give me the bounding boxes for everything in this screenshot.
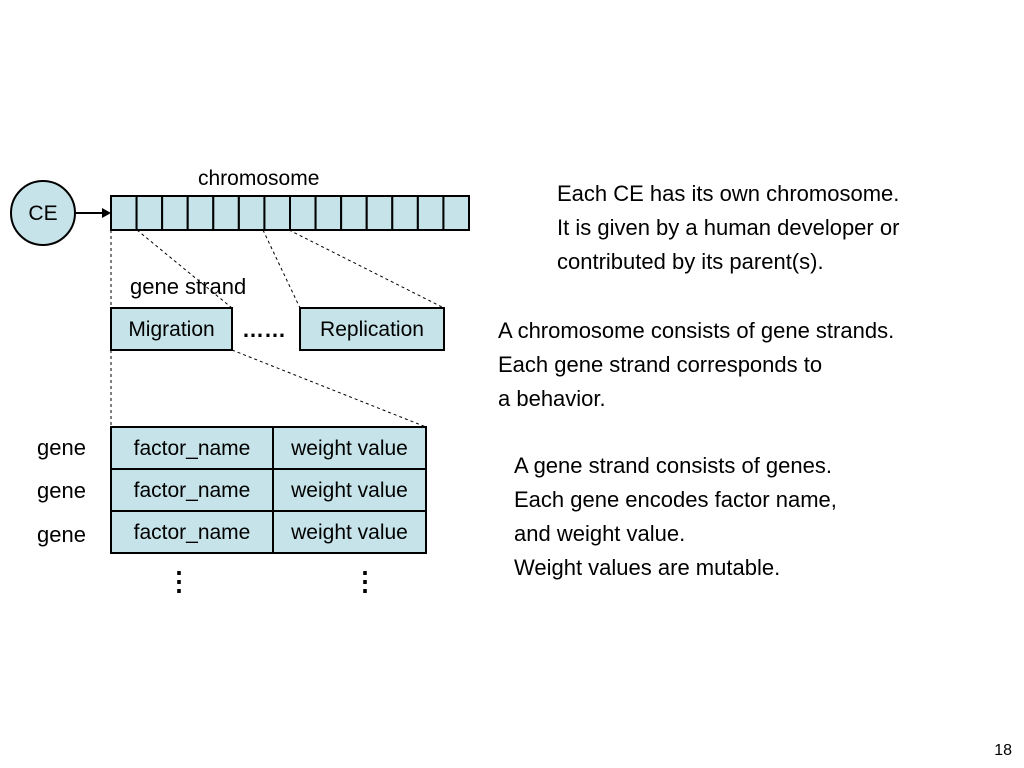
gene-row-1-factor: factor_name xyxy=(133,436,251,460)
text-line: Each gene encodes factor name, xyxy=(514,487,837,512)
paragraph-gene-strand: A gene strand consists of genes. Each ge… xyxy=(514,449,837,585)
chromosome-segment xyxy=(263,195,291,231)
gene-row-3-factor: factor_name xyxy=(133,520,251,544)
dashed-connectors xyxy=(110,229,445,428)
gene-row-2-factor: factor_name xyxy=(133,478,251,502)
replication-box xyxy=(299,307,445,351)
vertical-ellipsis-factor: ⋮ xyxy=(166,566,192,596)
text-line: A gene strand consists of genes. xyxy=(514,453,832,478)
chromosome-label: chromosome xyxy=(198,167,320,190)
arrowhead xyxy=(102,208,111,218)
chromosome-segment xyxy=(161,195,189,231)
chromosome-segment xyxy=(416,195,445,231)
text-line: a behavior. xyxy=(498,386,606,411)
gene-row-2-label: gene xyxy=(37,478,86,503)
paragraph-chromosome-origin: Each CE has its own chromosome. It is gi… xyxy=(557,177,899,279)
vertical-ellipsis-weight: ⋮ xyxy=(352,566,378,596)
page-number: 18 xyxy=(994,742,1012,759)
strand-ellipsis: …… xyxy=(242,317,286,342)
gene-row-1-label: gene xyxy=(37,435,86,460)
chromosome-segment xyxy=(110,195,138,231)
text-line: Weight values are mutable. xyxy=(514,555,781,580)
chromosome-segment xyxy=(391,195,419,231)
connector-line xyxy=(231,349,427,428)
connector-line xyxy=(136,229,233,309)
gene-row-3-weight-cell xyxy=(272,510,427,554)
ce-node xyxy=(10,180,76,246)
chromosome-segment xyxy=(442,195,470,231)
gene-row-2-weight: weight value xyxy=(291,478,408,502)
migration-label: Migration xyxy=(128,317,215,341)
gene-row-3-label: gene xyxy=(37,522,86,547)
chromosome-segment xyxy=(314,195,343,231)
chromosome-bar xyxy=(110,195,470,231)
gene-strand-label: gene strand xyxy=(130,274,247,299)
replication-label: Replication xyxy=(320,317,424,341)
chromosome-segment xyxy=(186,195,215,231)
connector-line xyxy=(288,229,445,309)
chromosome-segment xyxy=(289,195,317,231)
text-line: and weight value. xyxy=(514,521,686,546)
migration-box xyxy=(110,307,233,351)
text-line: Each gene strand corresponds to xyxy=(498,352,823,377)
text-line: contributed by its parent(s). xyxy=(557,249,824,274)
paragraph-chromosome-structure: A chromosome consists of gene strands. E… xyxy=(498,314,894,416)
gene-row-3-weight: weight value xyxy=(291,520,408,544)
ce-label: CE xyxy=(28,201,58,225)
gene-row-3-factor-cell xyxy=(110,510,274,554)
chromosome-segment xyxy=(340,195,368,231)
connector-line xyxy=(262,229,301,309)
gene-row-1-weight: weight value xyxy=(291,436,408,460)
text-line: Each CE has its own chromosome. xyxy=(557,181,900,206)
text-line: A chromosome consists of gene strands. xyxy=(498,318,895,343)
gene-row-1-weight-cell xyxy=(272,426,427,470)
gene-row-1-factor-cell xyxy=(110,426,274,470)
chromosome-segment xyxy=(237,195,266,231)
chromosome-segment xyxy=(212,195,240,231)
text-line: It is given by a human developer or xyxy=(557,215,900,240)
chromosome-segment xyxy=(365,195,394,231)
chromosome-segment xyxy=(135,195,164,231)
